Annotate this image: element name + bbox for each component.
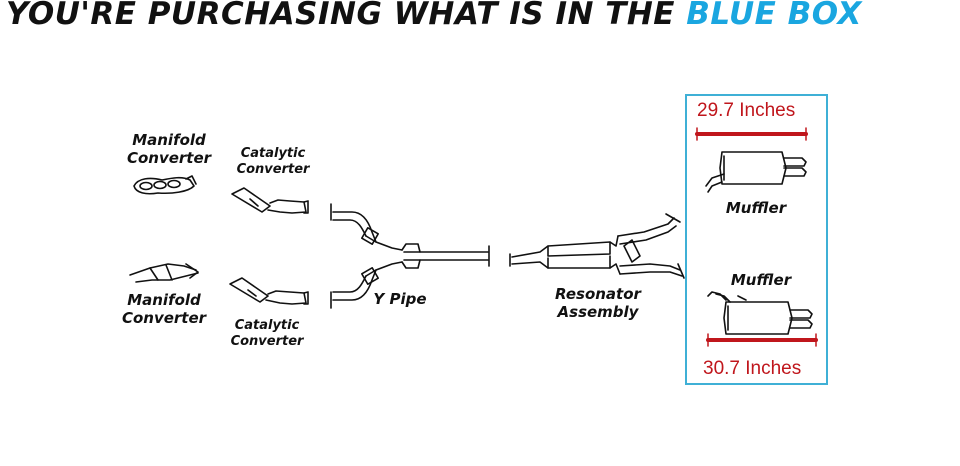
banner-title: YOU'RE PURCHASING WHAT IS IN THE BLUE BO…: [6, 0, 956, 32]
manifold-converter-bottom-drawing: [129, 263, 199, 283]
dimension-label-bottom: 30.7 Inches: [703, 358, 802, 379]
muffler-bottom-drawing: [707, 291, 813, 335]
banner: YOU'RE PURCHASING WHAT IS IN THE BLUE BO…: [6, 0, 956, 46]
resonator-line1: Resonator: [555, 285, 641, 303]
catalytic-top-line1: Catalytic: [240, 146, 306, 161]
catalytic-converter-bottom-drawing: [229, 277, 309, 305]
catalytic-converter-top-label: Catalytic Converter: [230, 146, 316, 177]
resonator-assembly-label: Resonator Assembly: [548, 285, 648, 321]
y-pipe-drawing: [330, 203, 490, 309]
manifold-top-line1: Manifold: [132, 131, 206, 149]
dimension-lines: [695, 132, 818, 342]
resonator-line2: Assembly: [557, 303, 639, 321]
y-pipe-label: Y Pipe: [373, 290, 427, 308]
manifold-converter-top-drawing: [133, 175, 197, 195]
catalytic-converter-top-drawing: [231, 187, 309, 214]
manifold-converter-top-label: Manifold Converter: [124, 131, 214, 167]
manifold-top-line2: Converter: [126, 149, 212, 167]
manifold-bottom-line2: Converter: [121, 309, 207, 327]
catalytic-bottom-line2: Converter: [230, 333, 304, 349]
banner-highlight: BLUE BOX: [686, 0, 862, 32]
catalytic-bottom-line1: Catalytic: [234, 318, 300, 333]
catalytic-converter-bottom-label: Catalytic Converter: [224, 318, 310, 349]
muffler-top-label: Muffler: [725, 199, 787, 217]
muffler-top-drawing: [705, 151, 807, 193]
purchased-parts-box: [685, 94, 828, 385]
catalytic-top-line2: Converter: [236, 161, 310, 177]
banner-prefix: YOU'RE PURCHASING WHAT IS IN THE: [6, 0, 675, 32]
manifold-converter-bottom-label: Manifold Converter: [118, 291, 210, 327]
resonator-assembly-drawing: [509, 213, 685, 279]
dimension-label-top: 29.7 Inches: [697, 100, 796, 121]
muffler-bottom-label: Muffler: [730, 271, 792, 289]
manifold-bottom-line1: Manifold: [127, 291, 201, 309]
